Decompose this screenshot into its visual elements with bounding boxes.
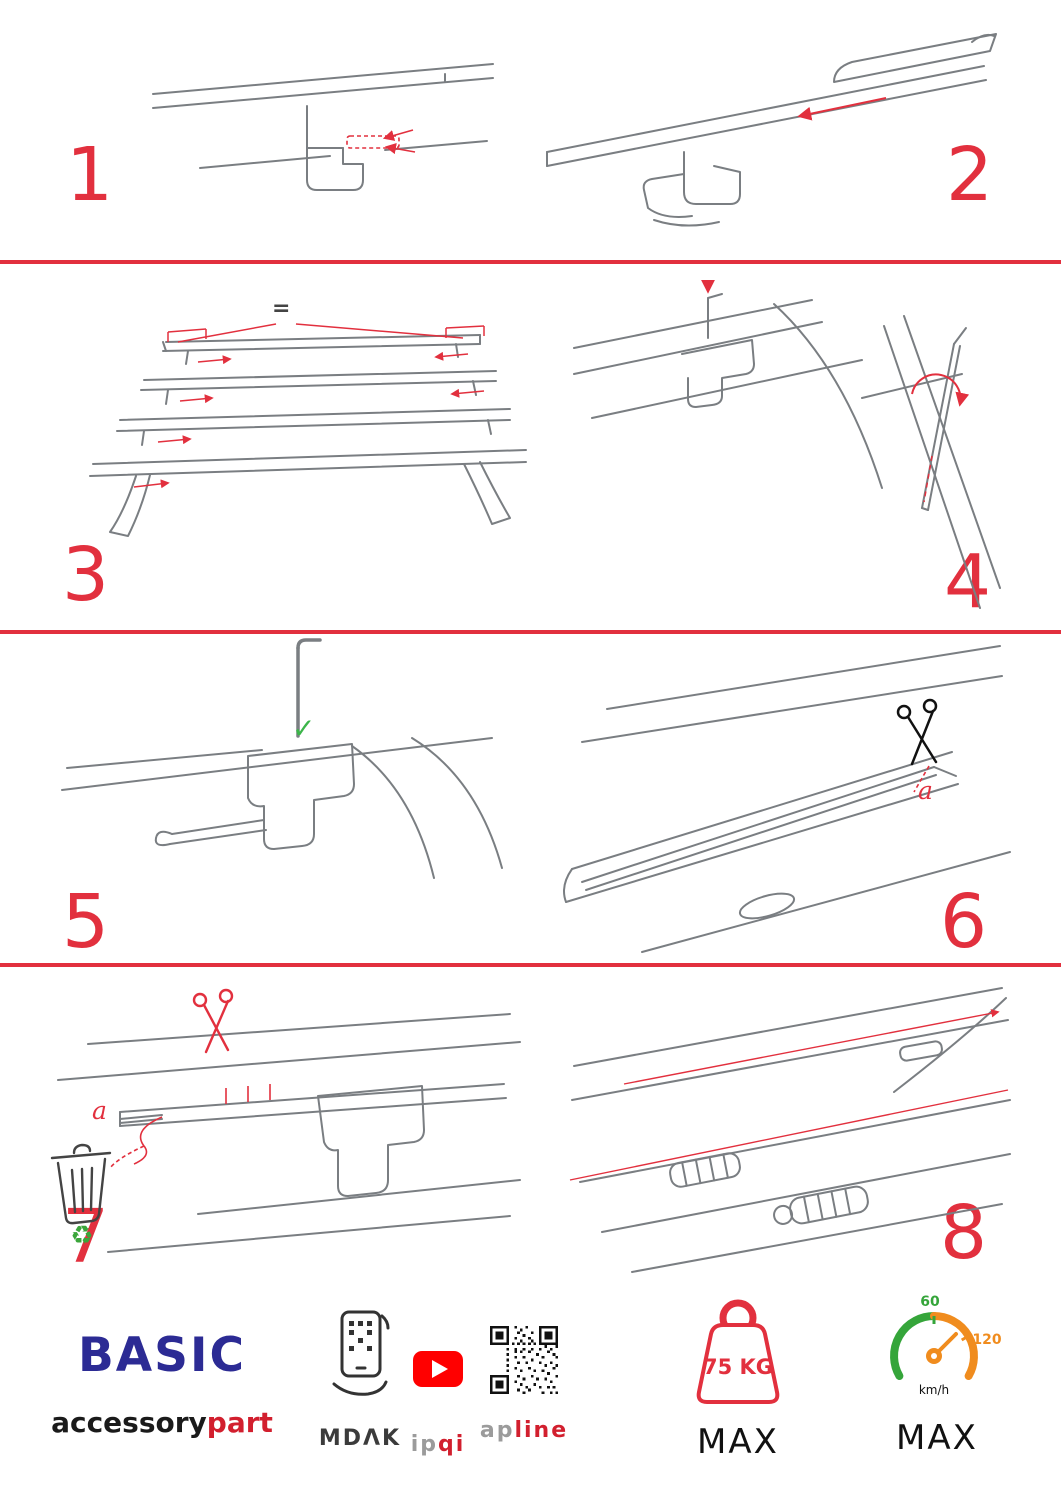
scissors-icon	[192, 988, 234, 1054]
step-7-number: 7	[62, 1194, 110, 1280]
apline-label-gray: ap	[479, 1418, 515, 1443]
mdak-label: MDΛK	[318, 1426, 402, 1451]
step8-illustration	[569, 987, 1011, 1273]
speedometer-icon: 60 120 km/h	[890, 1294, 1002, 1397]
speed-max-label: MAX	[896, 1418, 978, 1458]
mdak-block: MDΛK	[310, 1308, 410, 1451]
apline-label: apline	[480, 1418, 568, 1443]
brand-sub-black: accessory	[51, 1406, 207, 1439]
weight-value: 75 KG	[703, 1355, 773, 1379]
step1-illustration	[152, 63, 494, 191]
trash-bin-icon	[50, 1143, 112, 1225]
step5-illustration	[61, 638, 503, 879]
step-3-number: 3	[62, 532, 110, 618]
brand-sub-red: part	[206, 1406, 273, 1439]
step-4-number: 4	[944, 539, 992, 625]
speed-tick-low: 60	[920, 1294, 940, 1310]
qr-code	[490, 1326, 558, 1394]
step3-illustration	[89, 323, 527, 537]
section-divider-3	[0, 963, 1061, 967]
apline-block: apline	[480, 1326, 568, 1443]
check-mark-icon: ✓	[292, 712, 316, 745]
step7-illustration: ♻	[50, 988, 521, 1253]
section-divider-2	[0, 630, 1061, 634]
ipqi-label: ipqi	[411, 1432, 466, 1457]
speed-tick-high: 120	[972, 1332, 1001, 1348]
youtube-icon	[413, 1351, 463, 1387]
step2-illustration	[546, 33, 997, 227]
step-5-number: 5	[62, 879, 110, 965]
step6-illustration	[563, 645, 1011, 953]
brand-subtitle: accessorypart	[51, 1409, 273, 1437]
step-2-number: 2	[946, 132, 994, 218]
speed-unit: km/h	[919, 1383, 949, 1397]
max-speed-block: 60 120 km/h MAX	[862, 1292, 1012, 1458]
ipqi-label-gray: ip	[410, 1432, 438, 1457]
section-divider-1	[0, 260, 1061, 264]
step4-illustration	[573, 279, 1001, 609]
weight-max-label: MAX	[697, 1422, 779, 1462]
apline-label-red: line	[514, 1418, 569, 1443]
scissors-icon	[896, 698, 938, 766]
brand-block: BASIC accessorypart	[51, 1328, 273, 1437]
cut-marks	[109, 1084, 271, 1169]
step-6-number: 6	[940, 879, 988, 965]
ipqi-label-red: qi	[438, 1432, 466, 1457]
cut-line	[913, 765, 930, 793]
cut-label-step6: a	[918, 776, 933, 805]
cut-label-step7: a	[92, 1096, 107, 1125]
max-weight-block: 75 KG MAX	[660, 1294, 816, 1462]
brand-title: BASIC	[77, 1328, 247, 1383]
weight-icon: 75 KG	[696, 1299, 780, 1404]
phone-qr-icon	[332, 1310, 390, 1396]
ipqi-block: ipqi	[398, 1350, 478, 1457]
equal-spacing-symbol: =	[272, 296, 291, 321]
step-1-number: 1	[66, 132, 114, 218]
recycle-icon: ♻	[70, 1221, 93, 1251]
